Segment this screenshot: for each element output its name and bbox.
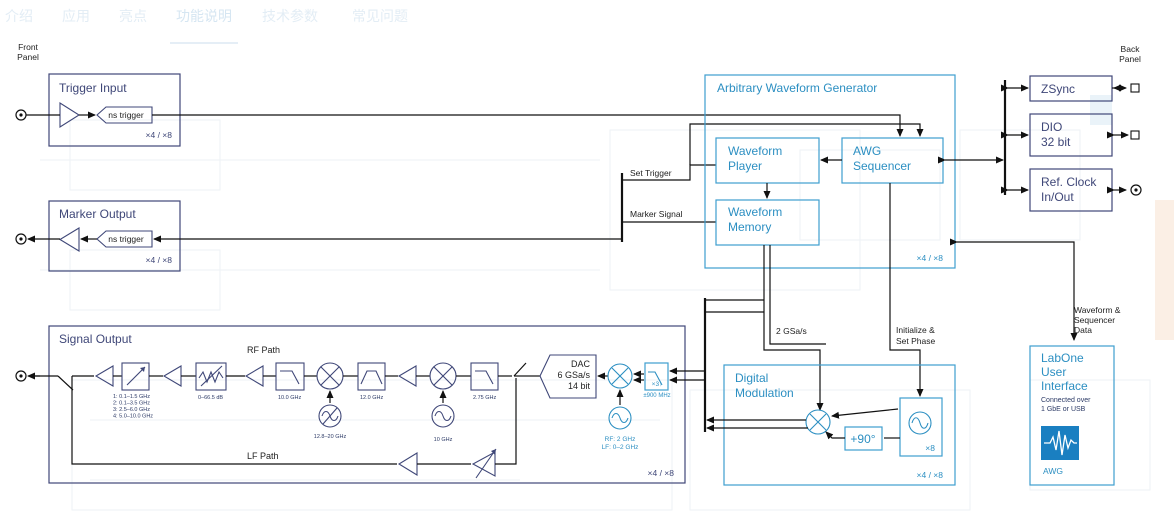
upsampler-block	[644, 362, 669, 391]
amplifier-icon	[397, 452, 418, 476]
marker-signal-label: Marker Signal	[630, 209, 683, 219]
nco-count: ×8	[925, 443, 935, 453]
lowpass-filter-icon	[275, 362, 305, 391]
trigger-input-title: Trigger Input	[59, 81, 127, 95]
set-trigger-label: Set Trigger	[630, 168, 672, 178]
bandpass-filter-label: 12.0 GHz	[360, 395, 383, 401]
initialize-label: Initialize &Set Phase	[896, 325, 935, 346]
oscillator-icon	[431, 404, 455, 428]
waveform-memory-block	[715, 199, 820, 246]
trigger-input-block: Trigger Input ns trigger ×4 / ×8	[48, 73, 181, 147]
amplifier-icon	[244, 365, 264, 387]
signal-output-connector-icon	[15, 370, 27, 382]
amplifier-icon	[162, 365, 182, 387]
lowpass-filter-icon	[470, 362, 499, 391]
digital-modulation-count: ×4 / ×8	[917, 470, 944, 480]
sample-rate-label: 2 GSa/s	[776, 326, 807, 336]
tab-bar: 介绍 应用 亮点 功能说明 技术参数 常见问题	[0, 0, 1174, 44]
ns-trigger-label: ns trigger	[108, 234, 144, 244]
awg-title: Arbitrary Waveform Generator	[717, 81, 877, 95]
oscillator-icon	[908, 411, 932, 435]
bandwidth-label: ±900 MHz	[643, 393, 670, 399]
ref-clock-connector-icon	[1130, 184, 1142, 196]
marker-output-block: Marker Output ns trigger ×4 / ×8	[48, 200, 181, 272]
marker-output-count: ×4 / ×8	[146, 255, 173, 265]
signal-output-count: ×4 / ×8	[648, 468, 675, 478]
amplifier-icon	[94, 365, 114, 387]
signal-output-title: Signal Output	[59, 332, 132, 346]
tab-functional-description[interactable]: 功能说明	[176, 9, 232, 25]
tab-faq[interactable]: 常见问题	[352, 9, 408, 25]
ns-trigger-box	[96, 106, 153, 124]
buffer-icon	[58, 227, 80, 252]
marker-connector-icon	[15, 233, 27, 245]
lowpass-filter-label: 2.75 GHz	[473, 395, 496, 401]
background-ghost-diagram	[40, 95, 1174, 511]
oscillator-label: 10 GHz	[434, 437, 453, 443]
ns-trigger-box	[96, 230, 153, 248]
mixer-icon	[805, 409, 831, 435]
nco-block	[899, 397, 943, 457]
lf-path-label: LF Path	[247, 451, 279, 461]
zsync-port-icon	[1130, 83, 1140, 93]
tab-intro[interactable]: 介绍	[5, 9, 33, 25]
rf-path-label: RF Path	[247, 345, 280, 355]
attenuator-label: 0–66.5 dB	[198, 395, 223, 401]
active-tab-indicator	[170, 42, 238, 44]
trigger-input-count: ×4 / ×8	[146, 130, 173, 140]
signal-output-block: Signal Output RF Path LF Path ×4 / ×8 1:…	[30, 325, 686, 484]
tunable-oscillator-label: 12.8–20 GHz	[314, 434, 347, 440]
awg-app-label: AWG	[1043, 466, 1063, 476]
bandpass-filter-icon	[357, 362, 386, 391]
tab-highlights[interactable]: 亮点	[119, 9, 147, 25]
marker-output-title: Marker Output	[59, 207, 136, 221]
phase-shift-label: +90°	[850, 432, 875, 446]
awg-count: ×4 / ×8	[917, 253, 944, 263]
upsampler-label: ×3↑	[652, 381, 663, 388]
oscillator-icon	[608, 406, 632, 430]
tunable-oscillator-icon	[318, 404, 342, 428]
dio-port-icon	[1130, 130, 1140, 140]
zsync-label: ZSync	[1041, 82, 1075, 96]
dac-block	[539, 354, 597, 399]
lowpass-filter-label: 10.0 GHz	[278, 395, 301, 401]
amplifier-icon	[397, 365, 417, 387]
mixer-icon	[607, 363, 633, 389]
tab-specifications[interactable]: 技术参数	[262, 9, 318, 25]
ns-trigger-label: ns trigger	[108, 110, 144, 120]
tab-applications[interactable]: 应用	[62, 9, 90, 25]
